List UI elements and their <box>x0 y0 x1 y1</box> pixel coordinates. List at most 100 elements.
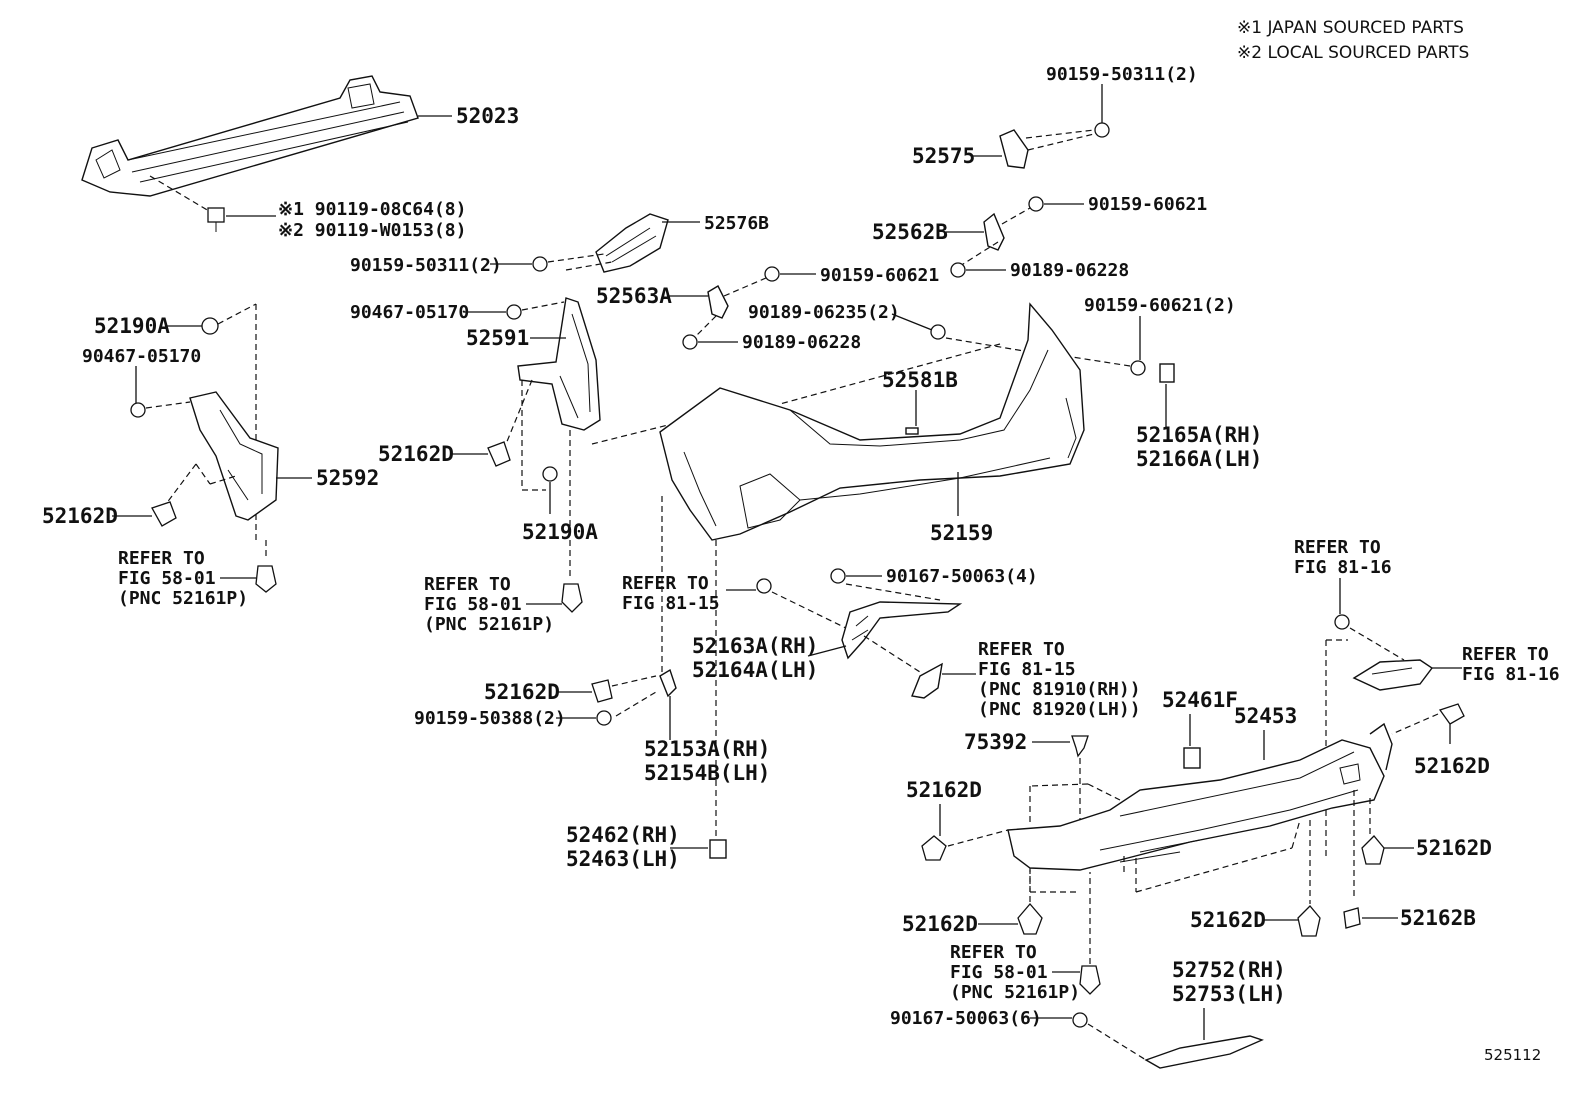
label-refer7-b: FIG 58-01 <box>950 962 1048 983</box>
label-52162d-b: 52162D <box>378 442 454 466</box>
bolt-90159-60621-b <box>764 266 780 282</box>
label-52162d-f: 52162D <box>1416 836 1492 860</box>
label-90159-60621-b: 90159-60621 <box>820 265 939 286</box>
label-52163a: 52163A(RH) <box>692 634 818 658</box>
clip-refer-58-01-c <box>1079 965 1101 995</box>
label-52162d-a: 52162D <box>42 504 118 528</box>
clip-52162d-f <box>1361 835 1385 865</box>
rear-bumper-reinforcement-52023 <box>81 75 419 197</box>
label-90159-50311-b: 90159-50311(2) <box>1046 64 1198 85</box>
label-refer1-a: REFER TO <box>118 548 205 569</box>
label-90119-w0153: ※2 90119-W0153(8) <box>278 220 466 241</box>
label-52592: 52592 <box>316 466 379 490</box>
label-52162d-d: 52162D <box>906 778 982 802</box>
label-52154b: 52154B(LH) <box>644 761 770 785</box>
label-90189-06228-a: 90189-06228 <box>1010 260 1129 281</box>
label-52162d-h: 52162D <box>1190 908 1266 932</box>
label-refer1-c: (PNC 52161P) <box>118 588 248 609</box>
bracket-52575 <box>999 129 1029 169</box>
clip-52162d-c <box>591 679 613 703</box>
lamp-refer-81-16 <box>1352 659 1434 691</box>
label-52190a-b: 52190A <box>522 520 598 544</box>
label-52576b: 52576B <box>704 213 769 234</box>
lower-bumper-52453 <box>1007 739 1385 871</box>
label-refer5-b: FIG 81-16 <box>1462 664 1560 685</box>
bracket-52153a <box>659 668 677 698</box>
clip-52162d-h <box>1297 905 1321 937</box>
bolt-90159-50311-b <box>1094 122 1110 138</box>
bolt-90159-50388 <box>596 710 612 726</box>
label-52562b: 52562B <box>872 220 948 244</box>
bolt-90159-60621-2 <box>1130 360 1146 376</box>
label-refer2-c: (PNC 52161P) <box>424 614 554 635</box>
clip-52165a <box>1159 363 1175 383</box>
figure-code: 525112 <box>1484 1046 1541 1064</box>
label-refer2-a: REFER TO <box>424 574 511 595</box>
clip-52581b <box>905 427 919 435</box>
legend-local-sourced: ※2 LOCAL SOURCED PARTS <box>1237 43 1469 63</box>
clip-52162d-e <box>1438 703 1465 725</box>
clip-90467-b <box>506 304 522 320</box>
label-52575: 52575 <box>912 144 975 168</box>
nut-90189-06235 <box>930 324 946 340</box>
label-52453: 52453 <box>1234 704 1297 728</box>
reflector-refer-81-15 <box>911 662 943 699</box>
label-90467-b: 90467-05170 <box>350 302 469 323</box>
label-90167-4: 90167-50063(4) <box>886 566 1038 587</box>
bolt-90159-60621-a <box>1028 196 1044 212</box>
nut-90189-06228-a <box>950 262 966 278</box>
rear-bumper-cover-52159 <box>659 302 1085 541</box>
nut-refer-81-15 <box>756 578 772 594</box>
label-52461f: 52461F <box>1162 688 1238 712</box>
label-52190a-a: 52190A <box>94 314 170 338</box>
reflector-52752 <box>1144 1035 1264 1069</box>
label-90159-60621-a: 90159-60621 <box>1088 194 1207 215</box>
bracket-52591 <box>517 297 601 431</box>
label-refer7-a: REFER TO <box>950 942 1037 963</box>
clip-52162d-b <box>487 441 511 467</box>
label-52159: 52159 <box>930 521 993 545</box>
label-refer3-b: FIG 81-15 <box>622 593 720 614</box>
label-52162b: 52162B <box>1400 906 1476 930</box>
label-52166a: 52166A(LH) <box>1136 447 1262 471</box>
bolt-90119 <box>207 207 225 232</box>
nut-52190a-a <box>201 317 219 335</box>
label-75392: 75392 <box>964 730 1027 754</box>
clip-52162d-d <box>921 835 947 861</box>
bracket-52562b <box>983 212 1005 251</box>
bolt-90167-50063-4 <box>830 568 846 584</box>
clip-refer-58-01-a <box>255 565 277 593</box>
label-52153a: 52153A(RH) <box>644 737 770 761</box>
label-refer2-b: FIG 58-01 <box>424 594 522 615</box>
bracket-52576b <box>595 213 669 273</box>
label-90159-50311-a: 90159-50311(2) <box>350 255 502 276</box>
label-52753: 52753(LH) <box>1172 982 1286 1006</box>
label-52165a: 52165A(RH) <box>1136 423 1262 447</box>
clip-refer-58-01-b <box>561 583 583 613</box>
label-52563a: 52563A <box>596 284 672 308</box>
label-refer4-b: FIG 81-16 <box>1294 557 1392 578</box>
bracket-52163a <box>841 601 963 660</box>
label-52462: 52462(RH) <box>566 823 680 847</box>
clip-52461f <box>1183 747 1201 769</box>
bracket-52563a <box>707 285 729 319</box>
label-52162d-e: 52162D <box>1414 754 1490 778</box>
label-52162d-g: 52162D <box>902 912 978 936</box>
label-90467-a: 90467-05170 <box>82 346 201 367</box>
label-90119-08c64: ※1 90119-08C64(8) <box>278 199 466 220</box>
label-refer6-a: REFER TO <box>978 639 1065 660</box>
nut-90189-06228-b <box>682 334 698 350</box>
lower-bumper-end-cap <box>1369 722 1393 771</box>
label-refer6-d: (PNC 81920(LH)) <box>978 699 1141 720</box>
bolt-90167-50063-6 <box>1072 1012 1088 1028</box>
nut-52190a-b <box>542 466 558 482</box>
label-52023: 52023 <box>456 104 519 128</box>
label-52164a: 52164A(LH) <box>692 658 818 682</box>
label-90159-50388: 90159-50388(2) <box>414 708 566 729</box>
label-90159-60621-2: 90159-60621(2) <box>1084 295 1236 316</box>
label-52752: 52752(RH) <box>1172 958 1286 982</box>
clip-52162d-g <box>1017 903 1043 935</box>
label-refer7-c: (PNC 52161P) <box>950 982 1080 1003</box>
label-90189-06235: 90189-06235(2) <box>748 302 900 323</box>
nut-refer-81-16 <box>1334 614 1350 630</box>
